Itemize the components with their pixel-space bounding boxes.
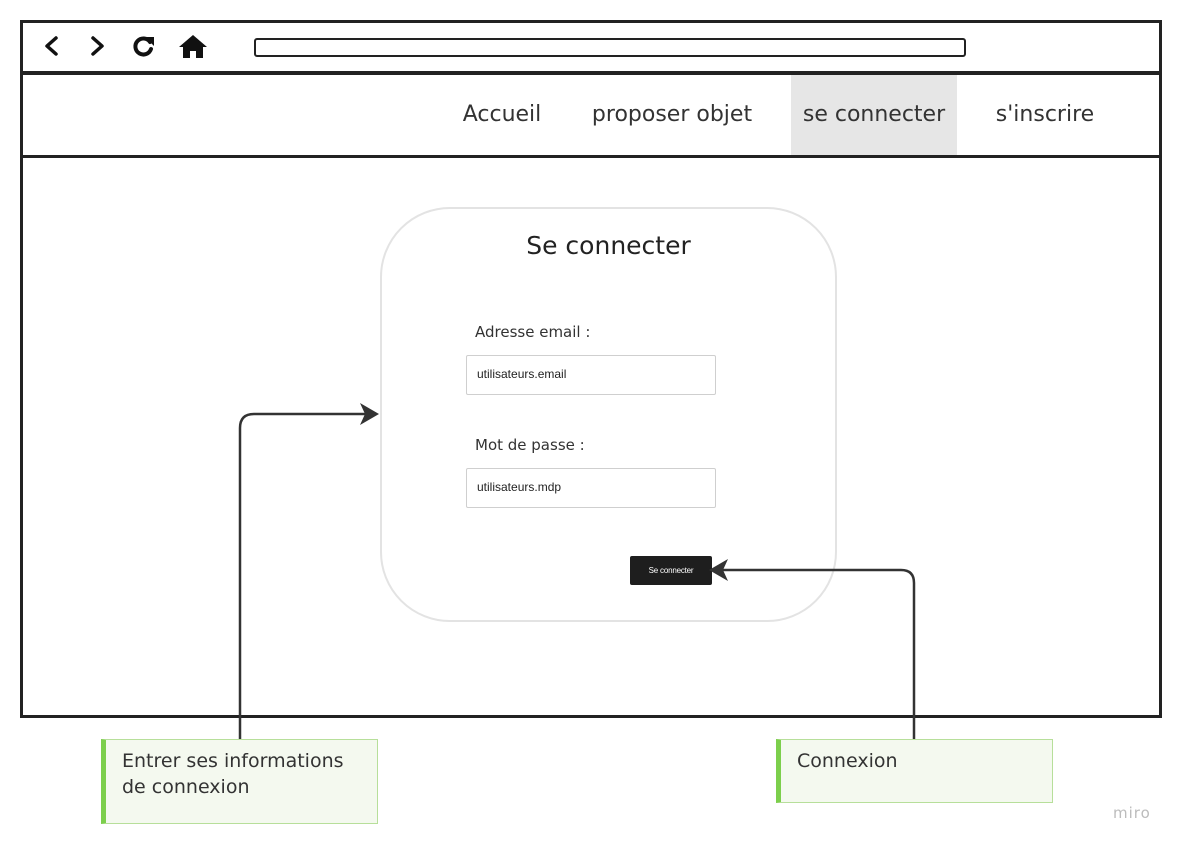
miro-watermark: miro	[1113, 804, 1151, 822]
annotation-note-connexion: Connexion	[776, 739, 1053, 803]
nav-item-accueil[interactable]: Accueil	[462, 102, 542, 127]
browser-window: Accueil proposer objet se connecter s'in…	[20, 20, 1162, 718]
login-submit-button[interactable]: Se connecter	[630, 556, 712, 585]
home-icon[interactable]	[178, 31, 208, 61]
nav-item-proposer-objet[interactable]: proposer objet	[591, 102, 753, 127]
annotation-note-credentials: Entrer ses informations de connexion	[101, 739, 378, 824]
back-icon[interactable]	[37, 31, 67, 61]
site-navigation: Accueil proposer objet se connecter s'in…	[23, 75, 1159, 158]
email-label: Adresse email :	[475, 323, 591, 341]
password-field[interactable]: utilisateurs.mdp	[466, 468, 716, 508]
url-bar[interactable]	[254, 38, 966, 57]
nav-item-s-inscrire[interactable]: s'inscrire	[995, 102, 1095, 127]
forward-icon[interactable]	[82, 31, 112, 61]
login-title: Se connecter	[526, 231, 691, 260]
nav-item-se-connecter[interactable]: se connecter	[791, 75, 957, 155]
login-card: Se connecter Adresse email : utilisateur…	[380, 207, 837, 622]
password-label: Mot de passe :	[475, 436, 585, 454]
reload-icon[interactable]	[129, 31, 159, 61]
browser-toolbar	[23, 23, 1159, 75]
email-field[interactable]: utilisateurs.email	[466, 355, 716, 395]
